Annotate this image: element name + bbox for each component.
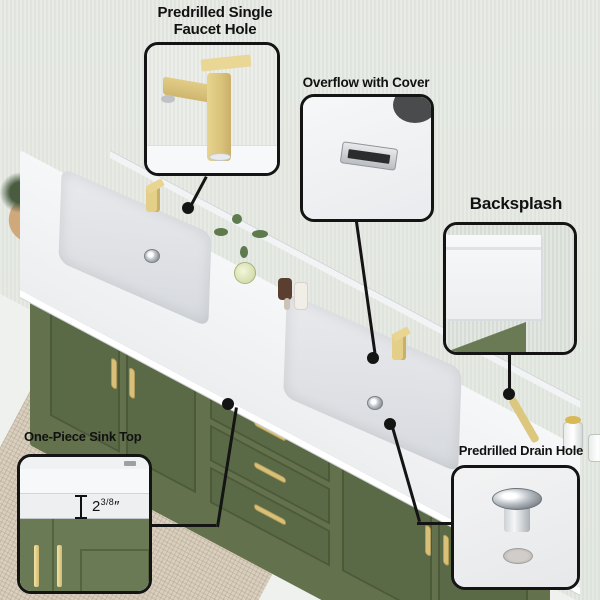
pop-up-drain-cap <box>492 488 542 510</box>
thickness-measurement: 23/8″ <box>92 497 120 515</box>
lotion-bottle <box>294 282 308 310</box>
measurement-unit: ″ <box>114 498 120 515</box>
callout-marker <box>182 202 194 214</box>
door-handle <box>130 368 134 399</box>
amber-bottle <box>278 278 292 300</box>
callout-box-overflow <box>300 94 434 222</box>
callout-marker <box>503 388 515 400</box>
measurement-whole: 2 <box>92 498 101 515</box>
jar-lid <box>565 416 581 424</box>
door-handle <box>444 535 448 566</box>
door-handle <box>57 545 62 587</box>
right-drain <box>367 396 383 410</box>
title-line-1: Predrilled Single <box>157 4 273 21</box>
aerator <box>161 95 175 103</box>
callout-marker <box>384 418 396 430</box>
leader-line <box>152 524 216 527</box>
callout-box-backsplash <box>443 222 577 355</box>
callout-title-sink-top: One-Piece Sink Top <box>24 429 142 444</box>
callout-title-backsplash: Backsplash <box>469 194 563 213</box>
callout-title-drain-hole: Predrilled Drain Hole <box>458 443 584 458</box>
faucet-body <box>207 73 231 161</box>
door-seam <box>52 519 54 591</box>
greenery <box>252 230 268 238</box>
countertop-surface <box>20 469 149 493</box>
measurement-fraction: 3/8 <box>100 497 115 507</box>
greenery <box>214 228 228 236</box>
door-handle <box>34 545 39 587</box>
door-handle <box>426 525 430 556</box>
apothecary-jar <box>588 434 600 462</box>
backsplash-lip <box>446 247 541 250</box>
overflow-slot <box>347 149 391 164</box>
greenery <box>240 246 248 258</box>
leader-line <box>417 522 453 525</box>
cabinet-front <box>20 519 149 591</box>
left-drain <box>144 249 160 263</box>
callout-marker <box>367 352 379 364</box>
title-line-2: Faucet Hole <box>173 20 257 38</box>
callout-box-drain-hole <box>451 465 580 590</box>
callout-box-sink-top: 23/8″ <box>17 454 152 594</box>
leader-line <box>508 355 511 393</box>
greenery <box>232 214 242 224</box>
door-handle <box>112 358 116 389</box>
faucet-hole <box>209 153 231 161</box>
callout-box-faucet-hole <box>144 42 280 176</box>
callout-marker <box>222 398 234 410</box>
overflow-slot <box>124 461 136 466</box>
door-panel <box>80 549 149 591</box>
glass-vase <box>234 262 256 284</box>
thickness-dimension-icon <box>75 495 87 519</box>
drain-hole <box>503 548 533 564</box>
candle <box>284 298 290 310</box>
callout-title-faucet-hole: Predrilled Single Faucet Hole <box>150 4 280 39</box>
callout-title-overflow: Overflow with Cover <box>302 75 430 90</box>
